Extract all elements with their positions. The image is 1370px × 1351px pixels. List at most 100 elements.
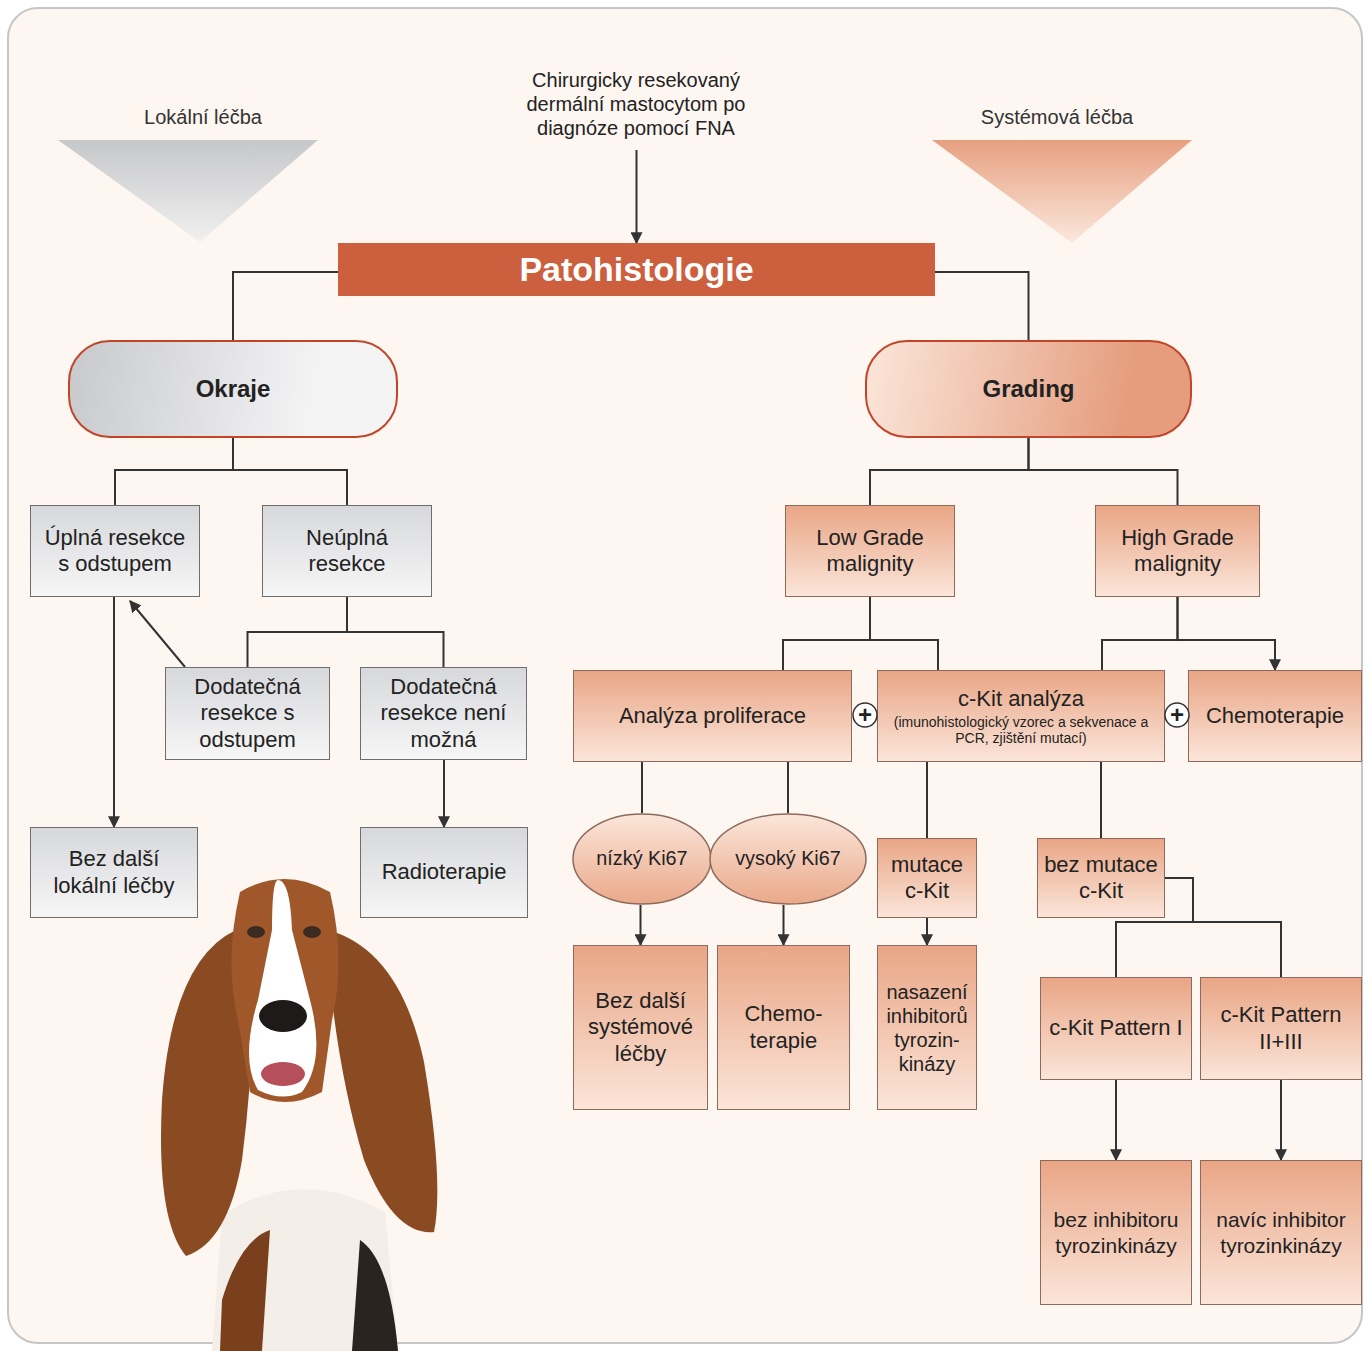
source-text-node: Chirurgicky resekovaný dermální mastocyt… (506, 58, 766, 150)
node-text: bez mutace c-Kit (1044, 852, 1158, 905)
node-text: Low Grade malignity (792, 525, 948, 578)
node-text: Patohistologie (519, 249, 753, 290)
node-text: Okraje (196, 375, 271, 404)
systemic-step-box: c-Kit analýza(imunohistologický vzorec a… (877, 670, 1165, 762)
text-group: c-Kit analýza(imunohistologický vzorec a… (884, 686, 1158, 747)
node-subtext: (imunohistologický vzorec a sekvenace a … (884, 714, 1158, 746)
text-group: c-Kit Pattern I (1049, 1015, 1182, 1041)
node-text: bez inhibitoru tyrozinkinázy (1047, 1207, 1185, 1257)
text-group: nízký Ki67 (596, 847, 687, 871)
node-text: Grading (982, 375, 1074, 404)
text-group: Dodatečná resekce není možná (367, 674, 520, 753)
text-group: nasazení inhibitorů tyrozin- kinázy (884, 980, 970, 1076)
systemic-step-box: bez inhibitoru tyrozinkinázy (1040, 1160, 1192, 1305)
text-group: Okraje (196, 375, 271, 404)
local-triangle (58, 140, 318, 242)
text-group: Bez další systémové léčby (580, 988, 701, 1067)
node-text: Analýza proliferace (619, 703, 806, 729)
text-group: Analýza proliferace (619, 703, 806, 729)
text-group: c-Kit Pattern II+III (1207, 1002, 1355, 1055)
connector-arrow (636, 150, 638, 243)
text-group: + (1170, 701, 1184, 730)
section-label: Lokální léčba (144, 106, 262, 129)
connector-arrow (113, 597, 115, 827)
systemic-step-box: Bez další systémové léčby (573, 945, 708, 1110)
text-group: Dodatečná resekce s odstupem (172, 674, 323, 753)
node-text: nízký Ki67 (596, 847, 687, 871)
connector-arrow (130, 601, 185, 667)
connector-line (233, 272, 338, 340)
ki67-oval: vysoký Ki67 (709, 813, 867, 905)
text-group: navíc inhibitor tyrozinkinázy (1207, 1207, 1355, 1257)
text-group: + (858, 701, 872, 730)
main-box: Patohistologie (338, 243, 935, 296)
connector-arrow (783, 905, 785, 945)
node-text: Chemo- terapie (724, 1001, 843, 1054)
node-text: navíc inhibitor tyrozinkinázy (1207, 1207, 1355, 1257)
node-text: nasazení inhibitorů tyrozin- kinázy (884, 980, 970, 1076)
connector-line (1029, 438, 1178, 505)
text-group: Grading (982, 375, 1074, 404)
connector-arrow (1115, 1080, 1117, 1160)
text-group: Chirurgicky resekovaný dermální mastocyt… (512, 68, 760, 140)
text-group: Radioterapie (382, 859, 507, 885)
systemic-step-box: Chemo- terapie (717, 945, 850, 1110)
node-text: Úplná resekce s odstupem (37, 525, 193, 578)
systemic-step-box: High Grade malignity (1095, 505, 1260, 597)
plus-circle: + (852, 702, 878, 728)
node-text: Neúplná resekce (269, 525, 425, 578)
text-group: bez inhibitoru tyrozinkinázy (1047, 1207, 1185, 1257)
connector-line (233, 438, 347, 505)
section-label: Systémová léčba (981, 106, 1133, 129)
connector-arrow (926, 918, 928, 945)
connector-line (1165, 878, 1281, 977)
node-text: c-Kit analýza (884, 686, 1158, 712)
node-text: c-Kit Pattern I (1049, 1015, 1182, 1041)
local-category-pill: Okraje (68, 340, 398, 438)
text-group: High Grade malignity (1102, 525, 1253, 578)
outline (573, 814, 711, 904)
local-step-box: Dodatečná resekce s odstupem (165, 667, 330, 760)
connector-line (248, 597, 348, 667)
connector-line (347, 597, 444, 667)
connector-line (926, 762, 928, 838)
local-step-box: Bez další lokální léčby (30, 827, 198, 918)
connector-line (1102, 597, 1178, 670)
local-step-box: Radioterapie (360, 827, 528, 918)
local-step-box: Dodatečná resekce není možná (360, 667, 527, 760)
node-text: Bez další systémové léčby (580, 988, 701, 1067)
node-text: Radioterapie (382, 859, 507, 885)
text-group: Úplná resekce s odstupem (37, 525, 193, 578)
node-text: High Grade malignity (1102, 525, 1253, 578)
text-group: Patohistologie (519, 249, 753, 290)
systemic-step-box: c-Kit Pattern I (1040, 977, 1192, 1080)
connector-arrow (1178, 597, 1276, 670)
systemic-step-box: Analýza proliferace (573, 670, 852, 762)
text-group: Neúplná resekce (269, 525, 425, 578)
text-group: Chemoterapie (1206, 703, 1344, 729)
node-text: Dodatečná resekce s odstupem (172, 674, 323, 753)
systemic-category-pill: Grading (865, 340, 1192, 438)
text-group: mutace c-Kit (884, 852, 970, 905)
connector-line (641, 762, 643, 813)
text-group: Low Grade malignity (792, 525, 948, 578)
systemic-step-box: Chemoterapie (1188, 670, 1362, 762)
systemic-step-box: navíc inhibitor tyrozinkinázy (1200, 1160, 1362, 1305)
connector-arrow (640, 905, 642, 945)
systemic-step-box: Low Grade malignity (785, 505, 955, 597)
node-text: Chirurgicky resekovaný dermální mastocyt… (512, 68, 760, 140)
node-text: Chemoterapie (1206, 703, 1344, 729)
connector-line (783, 597, 870, 670)
node-text: Dodatečná resekce není možná (367, 674, 520, 753)
node-text: mutace c-Kit (884, 852, 970, 905)
local-step-box: Neúplná resekce (262, 505, 432, 597)
connector-line (870, 597, 938, 670)
systemic-step-box: mutace c-Kit (877, 838, 977, 918)
connector-arrow (1280, 1080, 1282, 1160)
systemic-step-box: c-Kit Pattern II+III (1200, 977, 1362, 1080)
connector-line (115, 438, 233, 505)
text-group: bez mutace c-Kit (1044, 852, 1158, 905)
connector-line (1100, 762, 1102, 838)
node-text: vysoký Ki67 (735, 847, 841, 871)
systemic-step-box: bez mutace c-Kit (1037, 838, 1165, 918)
